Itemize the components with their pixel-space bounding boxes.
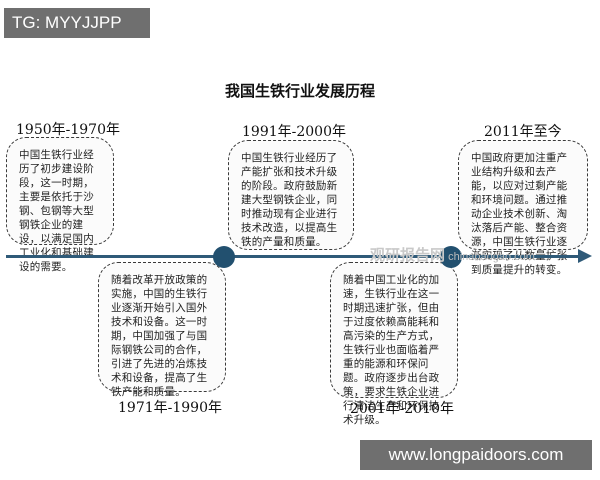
period-label-1950-1970: 1950年-1970年 xyxy=(16,122,120,138)
stage-box-1950-1970: 中国生铁行业经历了初步建设阶段，这一时期，主要是依托于沙钢、包钢等大型钢铁企业的… xyxy=(6,137,114,273)
stage-box-1991-2000: 中国生铁行业经历了产能扩张和技术升级的阶段。政府鼓励新建大型钢铁企业，同时推动现… xyxy=(228,140,354,250)
period-label-1971-1990: 1971年-1990年 xyxy=(118,400,222,416)
watermark-name: 观研报告网 xyxy=(370,247,446,264)
timeline-arrow-icon xyxy=(578,249,592,263)
period-label-2011-present: 2011年至今 xyxy=(484,124,562,140)
watermark-chinabaogao: 观研报告网 chinabaogao.com xyxy=(370,244,535,265)
timeline-axis xyxy=(6,255,582,258)
period-label-1991-2000: 1991年-2000年 xyxy=(242,124,346,140)
period-label-2001-2010: 2001年-2010年 xyxy=(350,401,454,417)
timeline-node-1 xyxy=(213,246,235,268)
diagram-title: 我国生铁行业发展历程 xyxy=(224,82,375,100)
stage-box-1971-1990: 随着改革开放政策的实施，中国的生铁行业逐渐开始引入国外技术和设备。这一时期，中国… xyxy=(98,262,226,398)
watermark-longpaidoors: www.longpaidoors.com xyxy=(360,440,592,470)
stage-box-2001-2010: 随着中国工业化的加速，生铁行业在这一时期迅速扩张，但由于过度依赖高能耗和高污染的… xyxy=(330,262,458,426)
stage-box-2011-present: 中国政府更加注重产业结构升级和去产能，以应对过剩产能和环境问题。通过推动企业技术… xyxy=(458,140,588,276)
timeline-node-2 xyxy=(440,246,462,268)
channel-tag: TG: MYYJJPP xyxy=(4,8,150,38)
watermark-url: chinabaogao.com xyxy=(448,251,535,263)
